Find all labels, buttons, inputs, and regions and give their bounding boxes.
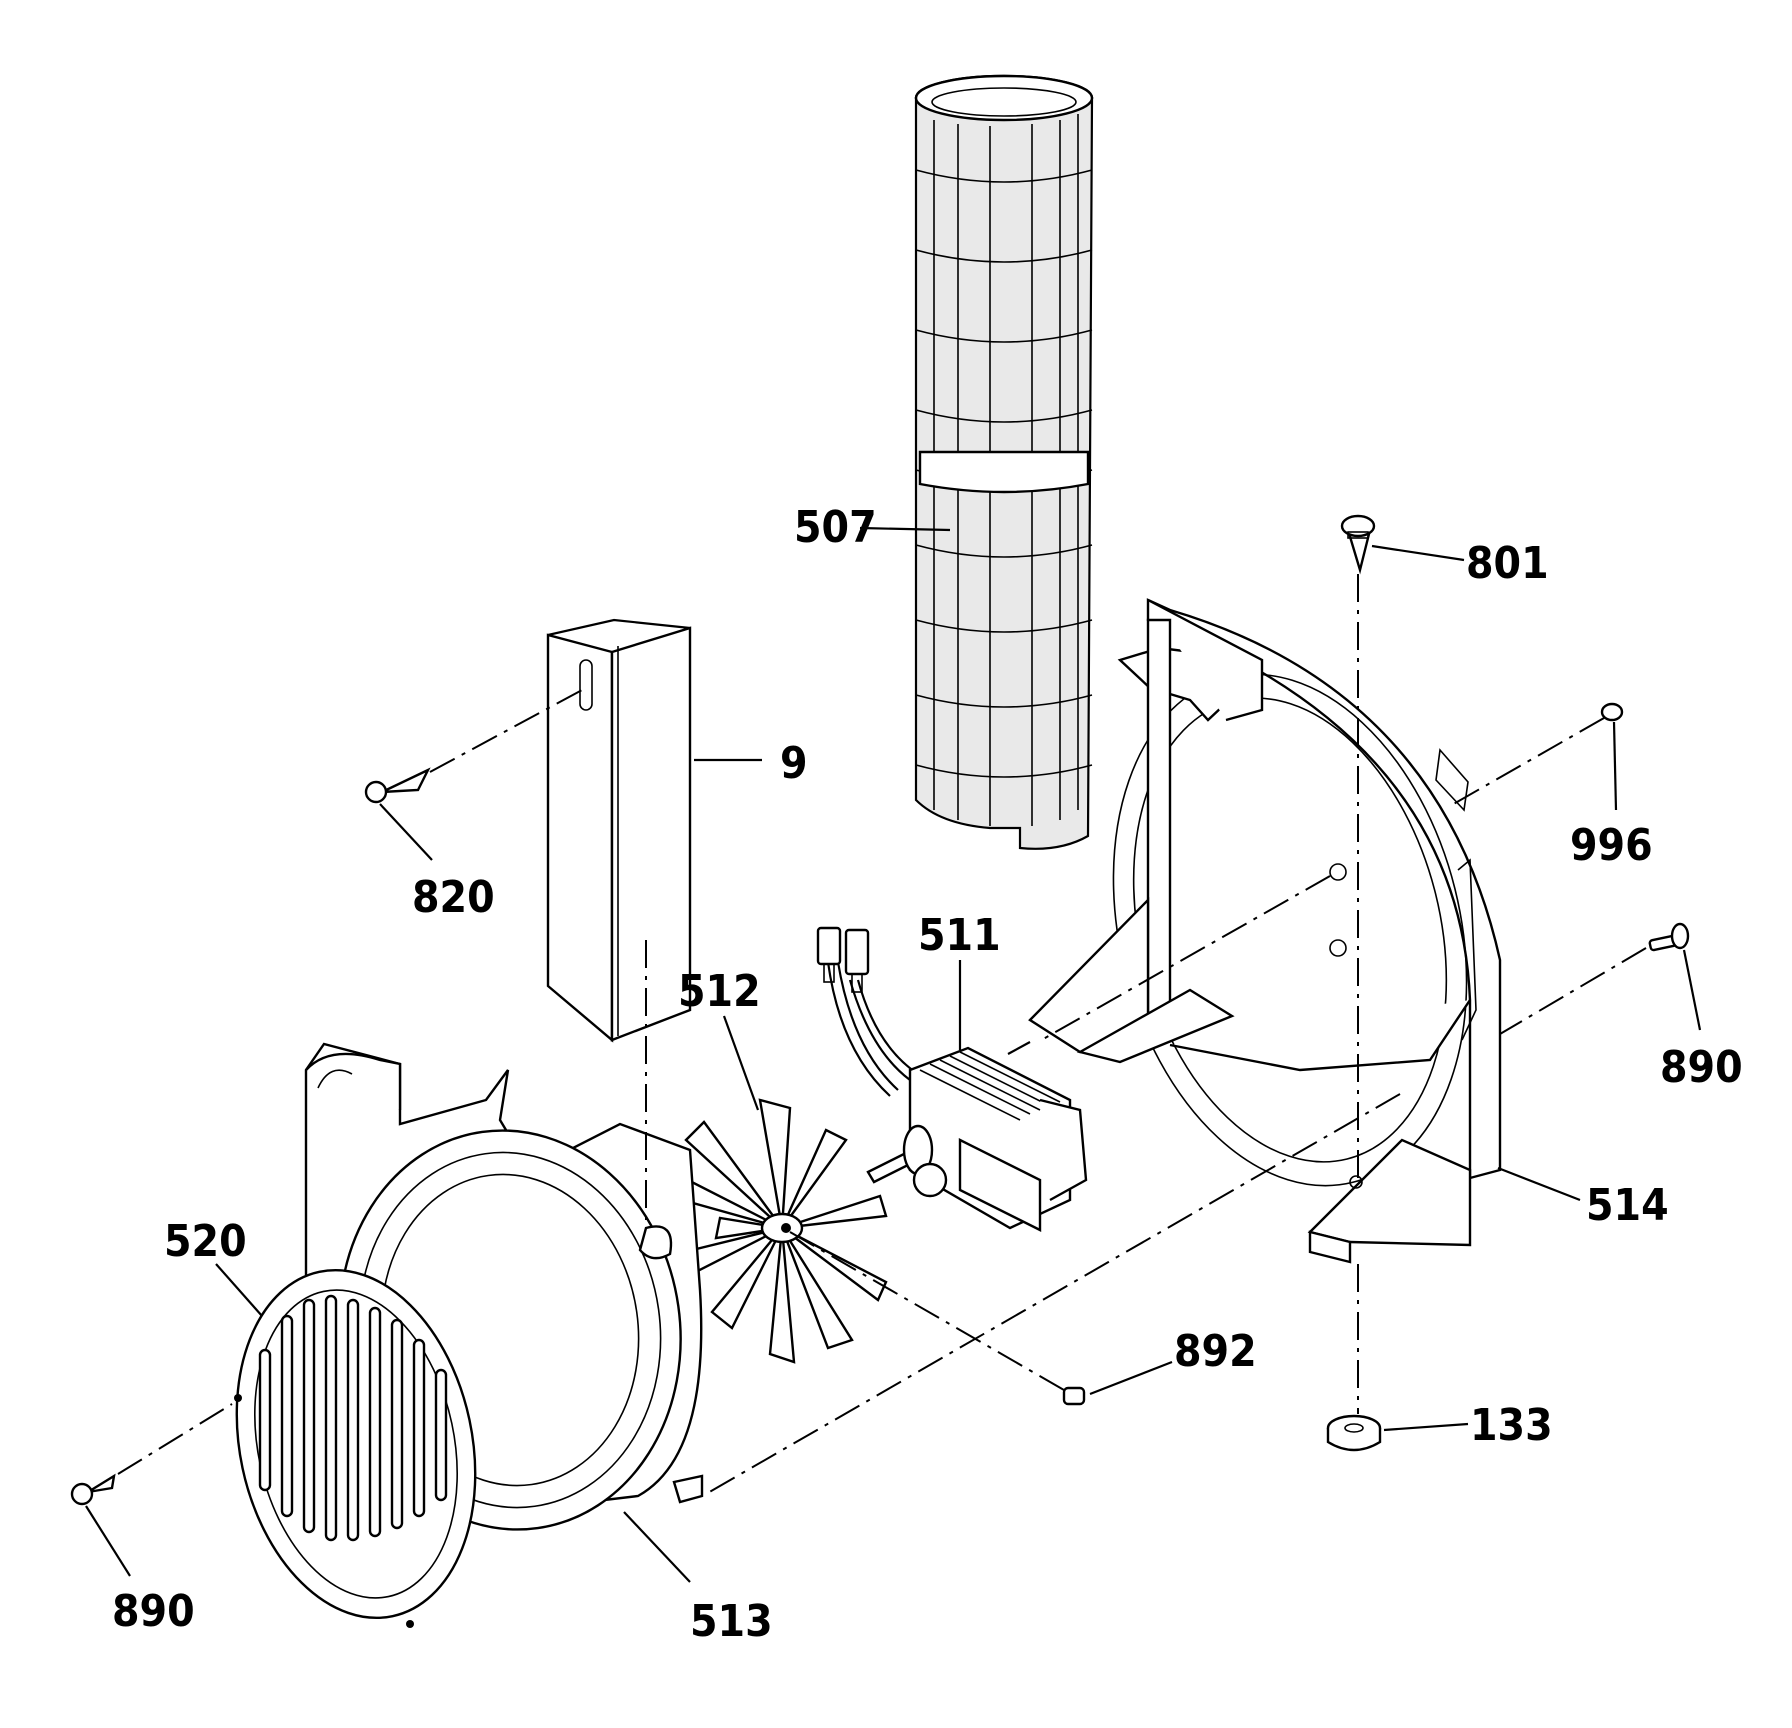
callout-996: 996 <box>1570 820 1653 871</box>
grille-520 <box>234 1268 477 1628</box>
screw-890-left <box>70 1473 116 1506</box>
assembly-lines <box>117 574 1647 1495</box>
callout-892: 892 <box>1174 1326 1257 1377</box>
callout-801: 801 <box>1466 538 1549 589</box>
motor-511 <box>816 926 1088 1232</box>
callout-labels: 507 801 9 996 820 511 512 890 520 514 89… <box>112 502 1743 1647</box>
screw-820 <box>364 767 431 804</box>
callout-133: 133 <box>1470 1400 1553 1451</box>
nut-996 <box>1600 702 1624 722</box>
grommet-133 <box>1326 1414 1382 1452</box>
bracket-9 <box>546 618 692 1043</box>
housing-frame-514 <box>1028 598 1502 1264</box>
callout-511: 511 <box>918 910 1001 961</box>
screw-890-right <box>1648 922 1690 952</box>
callout-9: 9 <box>780 738 808 789</box>
screw-801 <box>1340 514 1376 575</box>
callout-890-right: 890 <box>1660 1042 1743 1093</box>
callout-507: 507 <box>794 502 877 553</box>
set-screw-892 <box>1062 1386 1086 1406</box>
callout-514: 514 <box>1586 1180 1669 1231</box>
callout-513: 513 <box>690 1596 773 1647</box>
callout-520: 520 <box>164 1216 247 1267</box>
callout-512: 512 <box>678 966 761 1017</box>
fan-blade-512 <box>666 1098 888 1364</box>
leader-lines <box>85 526 1702 1583</box>
callout-820: 820 <box>412 872 495 923</box>
blower-wheel-507 <box>914 74 1094 850</box>
callout-890-left: 890 <box>112 1586 195 1637</box>
